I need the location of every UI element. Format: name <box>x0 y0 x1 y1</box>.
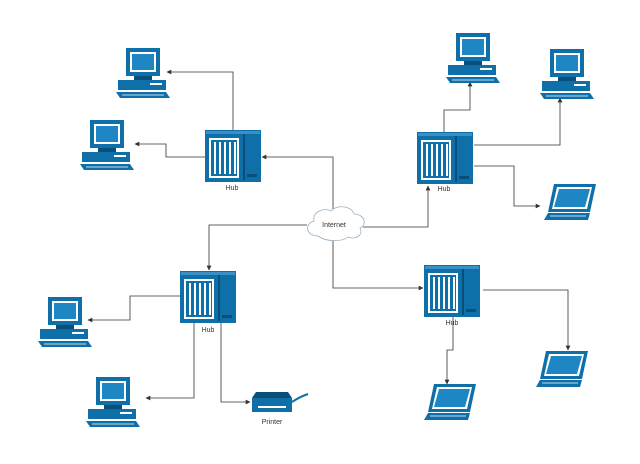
hub-icon <box>205 130 261 182</box>
edge-hub-bl-printer <box>220 323 251 405</box>
desktop-computer-icon[interactable] <box>115 47 171 99</box>
printer-node[interactable]: Printer <box>251 391 309 426</box>
edge-internet-hub-bottom-right <box>332 240 424 291</box>
hub-icon <box>417 132 473 184</box>
edge-hub-bl-pc-2 <box>145 323 195 401</box>
laptop-icon[interactable] <box>535 350 589 388</box>
edge-internet-hub-top-left <box>261 154 334 210</box>
desktop-computer-icon[interactable] <box>539 48 595 100</box>
hub-bottom-right-label: Hub <box>446 320 459 327</box>
edge-hub-bl-pc-1 <box>87 295 180 323</box>
hub-top-right-label: Hub <box>438 186 451 193</box>
cloud-icon <box>307 206 365 242</box>
printer-icon <box>251 391 309 413</box>
edge-hub-tr-laptop <box>474 165 541 209</box>
laptop-icon[interactable] <box>543 183 597 221</box>
edge-internet-hub-bottom-left <box>206 224 307 271</box>
hub-bottom-left[interactable]: Hub <box>180 271 236 334</box>
printer-label: Printer <box>262 419 283 426</box>
laptop-icon[interactable] <box>423 383 477 421</box>
hub-top-right[interactable]: Hub <box>417 132 473 193</box>
edge-hub-br-laptop-1 <box>444 317 454 385</box>
hub-icon <box>424 265 480 317</box>
desktop-computer-icon[interactable] <box>445 32 501 84</box>
desktop-computer-icon[interactable] <box>85 376 141 428</box>
hub-top-left-label: Hub <box>226 185 239 192</box>
hub-bottom-left-label: Hub <box>202 327 215 334</box>
hub-icon <box>180 271 236 323</box>
edge-internet-hub-top-right <box>363 185 431 228</box>
desktop-computer-icon[interactable] <box>37 296 93 348</box>
internet-label: Internet <box>322 222 346 229</box>
hub-bottom-right[interactable]: Hub <box>424 265 480 327</box>
edge-hub-tl-pc-1 <box>166 69 234 130</box>
edge-hub-br-laptop-2 <box>483 289 571 351</box>
desktop-computer-icon[interactable] <box>79 119 135 171</box>
edge-hub-tr-pc-2 <box>474 97 563 146</box>
hub-top-left[interactable]: Hub <box>205 130 261 192</box>
connections <box>87 69 571 405</box>
internet-node[interactable]: Internet <box>307 206 365 242</box>
edge-hub-tl-pc-2 <box>134 141 205 158</box>
edge-hub-tr-pc-1 <box>443 81 473 132</box>
